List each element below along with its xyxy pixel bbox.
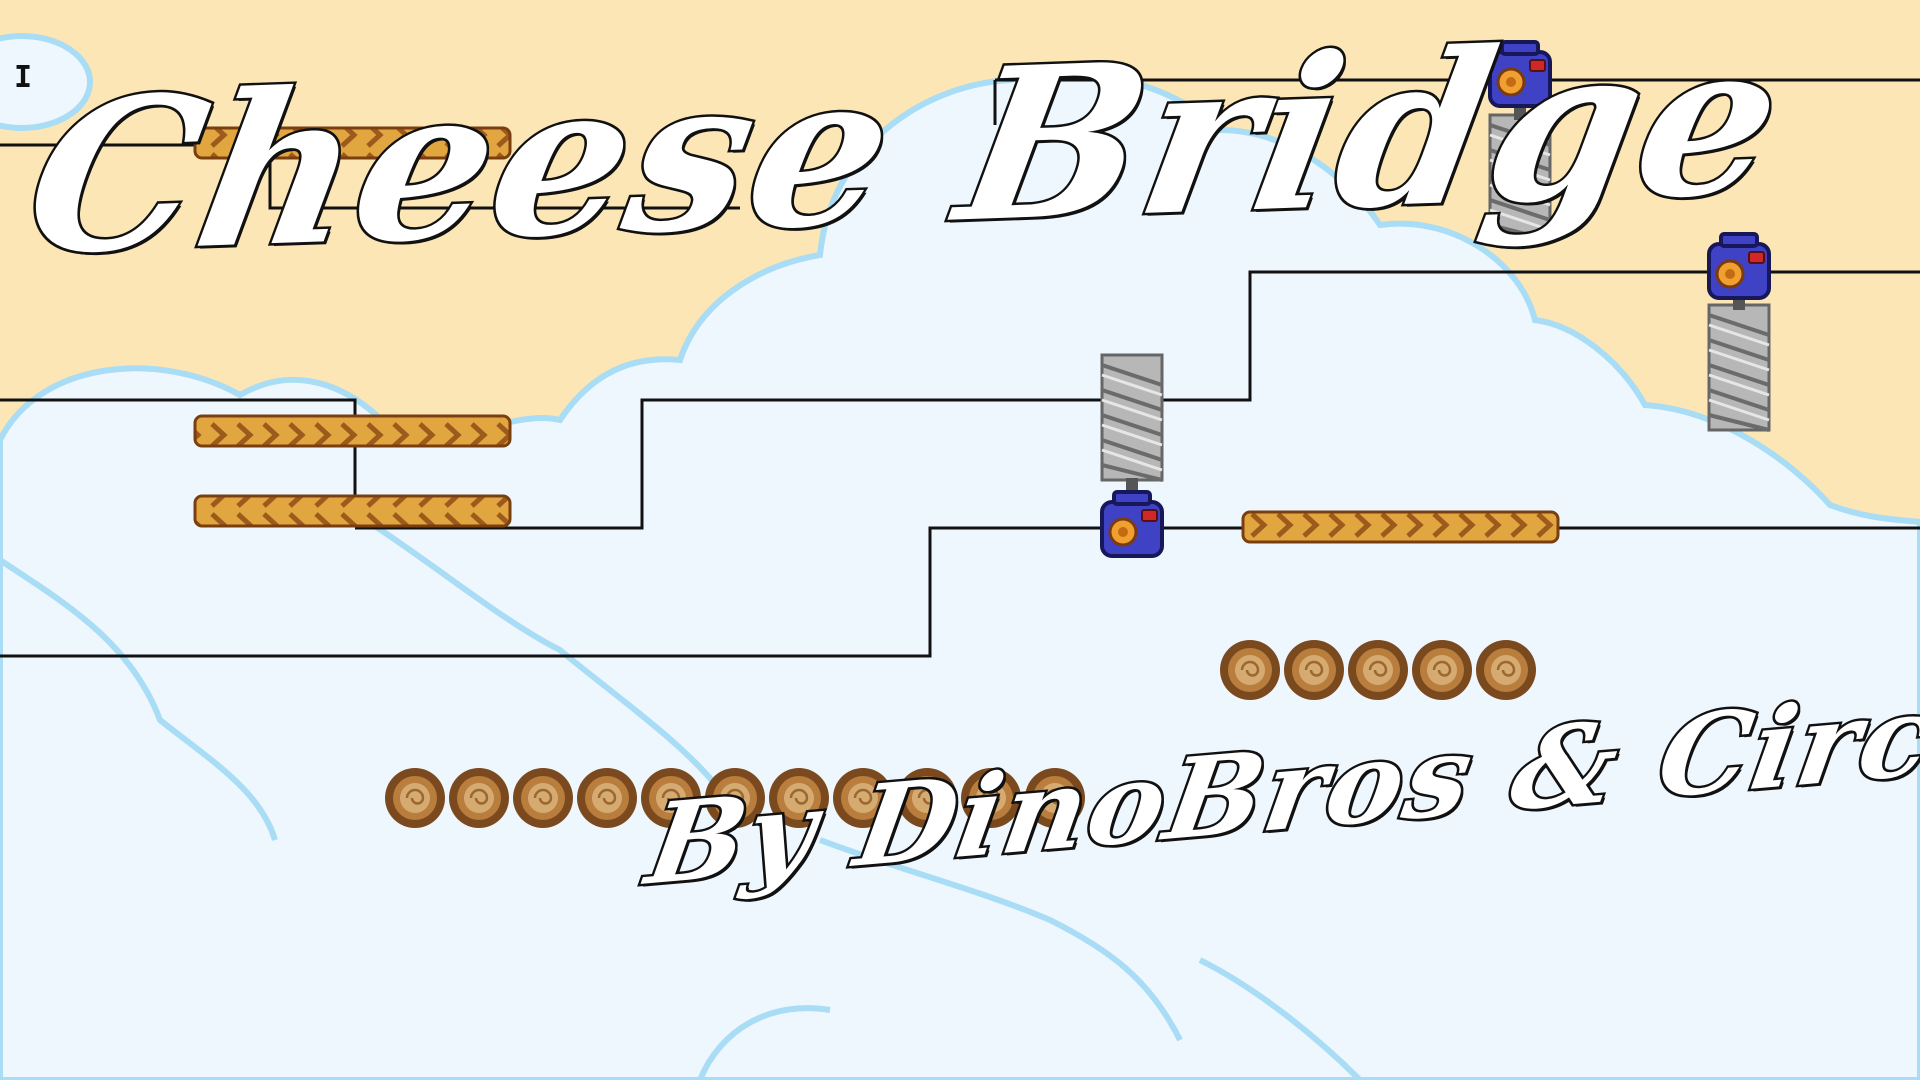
lift-motor-icon (1100, 40, 1771, 558)
cheese-platform-icon (193, 126, 1560, 544)
level-marker: I (14, 60, 33, 95)
small-cloud (0, 33, 93, 131)
